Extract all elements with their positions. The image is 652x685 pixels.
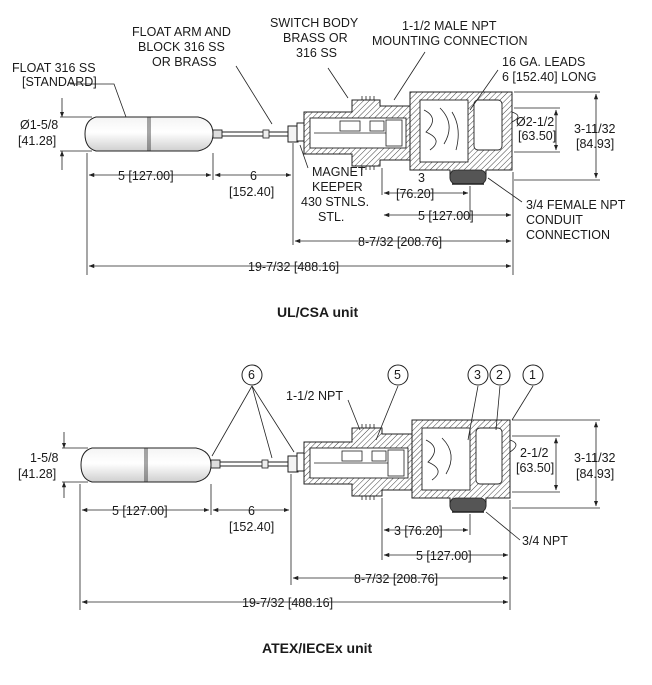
float-dia-dim-atex-1: 1-5/8 xyxy=(30,451,59,465)
balloon-2-label: 2 xyxy=(496,368,503,382)
housing-dia-dim-1: Ø2-1/2 xyxy=(516,115,554,129)
float xyxy=(84,116,214,152)
switch-body-atex xyxy=(303,424,413,500)
float-arm-label-1: FLOAT ARM AND xyxy=(132,25,231,39)
switch-body-label-1: SWITCH BODY xyxy=(270,16,359,30)
float-dia-dim-1: Ø1-5/8 xyxy=(20,118,58,132)
magnet-keeper-label-1: MAGNET xyxy=(312,165,366,179)
balloon-5-label: 5 xyxy=(394,368,401,382)
atex-caption: ATEX/IECEx unit xyxy=(262,640,373,656)
balloon-2 xyxy=(489,364,511,386)
magnet-keeper-label-2: KEEPER xyxy=(312,180,363,194)
npt-label: 1-1/2 NPT xyxy=(286,389,343,403)
mounting-label-2: MOUNTING CONNECTION xyxy=(372,34,528,48)
conduit-label-1: 3/4 FEMALE NPT xyxy=(526,198,626,212)
float-dia-dim-2: [41.28] xyxy=(18,134,56,148)
arm-len-dim-atex-1: 6 xyxy=(248,504,255,518)
switch-body-label-2: BRASS OR xyxy=(283,31,348,45)
atex-unit xyxy=(61,364,600,610)
magnet-keeper-label-4: STL. xyxy=(318,210,344,224)
float-arm-label-3: OR BRASS xyxy=(152,55,217,69)
balloon-1 xyxy=(522,364,544,386)
float-arm xyxy=(212,122,305,143)
balloon-3 xyxy=(467,364,489,386)
housing-h-dim-1: 3-11/32 xyxy=(574,122,616,136)
overall-dim-atex: 19-7/32 [488.16] xyxy=(242,596,333,610)
leads-label-1: 16 GA. LEADS xyxy=(502,55,585,69)
conduit-label-2: CONDUIT xyxy=(526,213,583,227)
housing-dia-dim-2: [63.50] xyxy=(518,129,556,143)
ulcsa-caption: UL/CSA unit xyxy=(277,304,358,320)
switch-body xyxy=(303,96,411,170)
float-dia-dim-atex-2: [41.28] xyxy=(18,467,56,481)
ulcsa-unit xyxy=(59,51,600,275)
magnet-keeper-label-3: 430 STNLS. xyxy=(301,195,369,209)
d3-dim-atex: 3 [76.20] xyxy=(394,524,443,538)
float-arm-atex xyxy=(210,452,305,473)
housing-dia-dim-atex-1: 2-1/2 xyxy=(520,446,549,460)
housing xyxy=(409,91,519,185)
d3-dim-1: 3 xyxy=(418,171,425,185)
float-arm-label-2: BLOCK 316 SS xyxy=(138,40,225,54)
d8-dim: 8-7/32 [208.76] xyxy=(358,235,442,249)
arm-len-dim-atex-2: [152.40] xyxy=(229,520,274,534)
housing-atex xyxy=(411,419,517,513)
housing-h-dim-atex-2: [84.93] xyxy=(576,467,614,481)
leads-label-2: 6 [152.40] LONG xyxy=(502,70,597,84)
balloon-6-label: 6 xyxy=(248,368,255,382)
d8-dim-atex: 8-7/32 [208.76] xyxy=(354,572,438,586)
housing-h-dim-atex-1: 3-11/32 xyxy=(574,451,616,465)
float-len-dim: 5 [127.00] xyxy=(118,169,174,183)
balloon-3-label: 3 xyxy=(474,368,481,382)
float-label-1: FLOAT 316 SS xyxy=(12,61,96,75)
float-label-2: [STANDARD] xyxy=(22,75,97,89)
d3-dim-2: [76.20] xyxy=(396,187,434,201)
mounting-label-1: 1-1/2 MALE NPT xyxy=(402,19,497,33)
balloon-5 xyxy=(387,364,409,386)
overall-dim: 19-7/32 [488.16] xyxy=(248,260,339,274)
housing-dia-dim-atex-2: [63.50] xyxy=(516,461,554,475)
switch-body-label-3: 316 SS xyxy=(296,46,337,60)
float-len-dim-atex: 5 [127.00] xyxy=(112,504,168,518)
conduit-npt-label: 3/4 NPT xyxy=(522,534,568,548)
housing-h-dim-2: [84.93] xyxy=(576,137,614,151)
d5-dim-atex: 5 [127.00] xyxy=(416,549,472,563)
arm-len-dim-1: 6 xyxy=(250,169,257,183)
balloon-1-label: 1 xyxy=(529,368,536,382)
arm-len-dim-2: [152.40] xyxy=(229,185,274,199)
balloon-6 xyxy=(241,364,263,386)
d5-dim: 5 [127.00] xyxy=(418,209,474,223)
float-atex xyxy=(80,447,212,483)
conduit-label-3: CONNECTION xyxy=(526,228,610,242)
